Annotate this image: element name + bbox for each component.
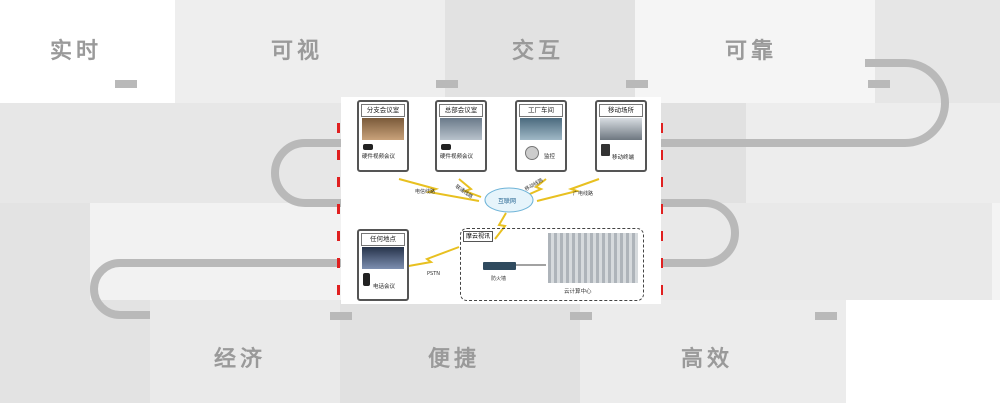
lightning-unicom [458,178,482,198]
datacenter-photo [548,233,638,283]
node-hq-room: 总部会议室 硬件视频会议 [435,100,487,172]
red-dash [660,258,663,268]
internet-label: 互联网 [498,198,517,205]
node-mobile-site: 移动场所 移动终端 [595,100,647,172]
firewall-label: 防火墙 [491,276,507,282]
red-dash [337,204,340,214]
marker [115,80,137,88]
keyword-efficient: 高效 [681,347,734,372]
red-dash [337,177,340,187]
label-broadcast: 广电线路 [573,190,593,197]
train-photo [600,118,642,140]
video-terminal-icon [363,144,373,150]
marker [570,312,592,320]
bg-tile [661,203,992,300]
marker [626,80,648,88]
lightning-pstn [402,246,460,268]
lightning-mobile-line [522,178,547,198]
meeting-room-photo [440,118,482,140]
red-dash [337,285,340,295]
bg-tile [661,103,746,203]
building-photo [362,247,404,269]
marker [868,80,890,88]
marker [330,312,352,320]
node-factory: 工厂车间 监控 [515,100,567,172]
bg-tile [0,203,90,300]
keyword-reliable: 可靠 [725,39,778,64]
meeting-room-photo [362,118,404,140]
keyword-realtime: 实时 [50,39,103,64]
lightning-telecom [398,178,480,202]
lightning-cloud [494,212,507,240]
lightning-broadcast [536,178,600,202]
network-diagram: 电信线路 联通线路 移动线路 广电线路 PSTN 互联网 分支会议室 硬件视频会… [341,97,661,304]
keyword-visual: 可视 [271,39,324,64]
red-dash [337,258,340,268]
bg-tile [846,300,1000,403]
bg-tile [150,300,340,403]
track-left-lower [90,259,341,319]
track-right-top [661,59,949,147]
node-title: 分支会议室 [361,104,405,117]
camera-icon [525,146,539,160]
internet-cloud [484,187,534,213]
red-dash [660,231,663,241]
bg-tile [340,300,580,403]
bg-tile [175,0,445,103]
bg-tile [445,0,635,103]
bg-tile [992,203,1000,300]
firewall-icon [483,262,516,270]
red-dash [337,150,340,160]
cloud-box-title: 摩云视讯 [463,231,494,242]
node-caption: 硬件视频会议 [362,154,396,160]
video-terminal-icon [441,144,451,150]
node-branch-room: 分支会议室 硬件视频会议 [357,100,409,172]
red-dash [660,204,663,214]
track-left-upper [271,139,341,207]
red-dash [337,123,340,133]
node-title: 总部会议室 [439,104,483,117]
bg-tile [746,103,1000,203]
node-title: 工厂车间 [519,104,563,117]
keyword-convenient: 便捷 [428,347,481,372]
node-caption: 硬件视频会议 [440,154,474,160]
node-caption: 监控 [544,154,556,160]
bg-tile [90,203,341,300]
label-telecom: 电信线路 [415,188,435,195]
keyword-interactive: 交互 [512,39,565,64]
track-right-middle [661,199,739,267]
tablet-icon [601,144,610,156]
node-title: 任何地点 [361,233,405,246]
factory-photo [520,118,562,140]
node-caption: 电话会议 [373,284,396,290]
cloud-service-box: 摩云视讯 防火墙 云计算中心 [460,228,644,301]
bg-tile [580,300,846,403]
red-dash [660,177,663,187]
bg-tile [0,0,175,103]
node-caption: 移动终端 [612,155,635,161]
keyword-economic: 经济 [214,347,267,372]
red-dash [660,150,663,160]
red-dash [660,285,663,295]
diagram-links: 电信线路 联通线路 移动线路 广电线路 PSTN [398,177,600,277]
datacenter-label: 云计算中心 [564,289,592,295]
red-dash [337,231,340,241]
node-title: 移动场所 [599,104,643,117]
label-mobile-line: 移动线路 [524,177,545,193]
marker [436,80,458,88]
node-anywhere: 任何地点 电话会议 [357,229,409,301]
red-dash [660,123,663,133]
bg-tile [635,0,875,103]
phone-icon [363,273,370,286]
label-pstn: PSTN [427,271,440,277]
marker [815,312,837,320]
